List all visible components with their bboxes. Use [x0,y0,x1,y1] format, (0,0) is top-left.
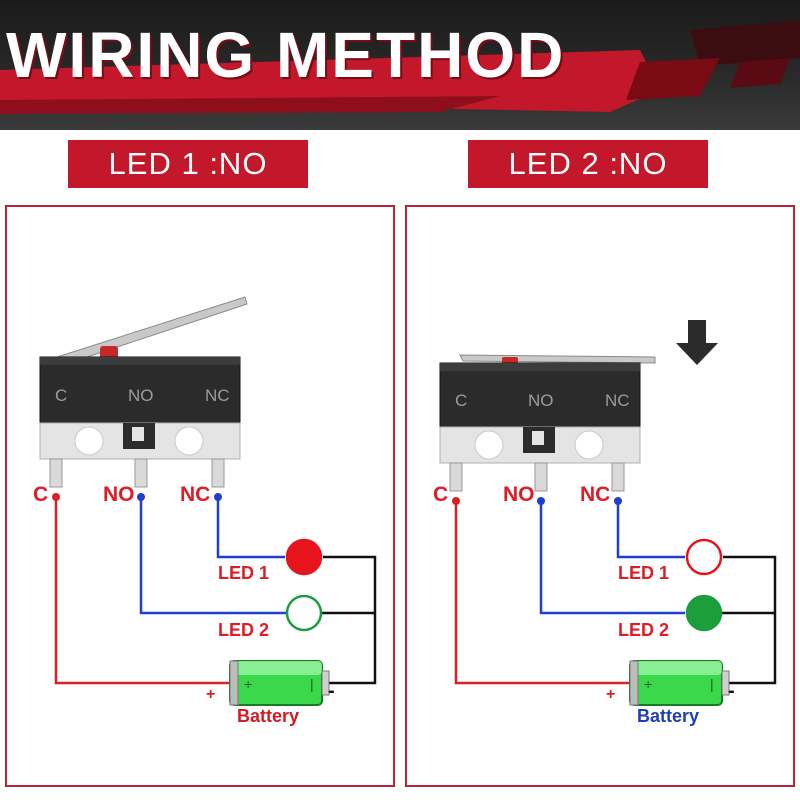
battery: + | [629,660,730,706]
switch-terminal-c-text: C [455,391,467,410]
svg-text:+: + [644,676,652,692]
node-c [452,497,460,505]
led-2-indicator [685,594,723,632]
terminal-pin-no [534,462,548,492]
mounting-hole [174,426,204,456]
micro-switch: C NO NC [439,354,656,492]
page-title: WIRING METHOD [6,19,566,91]
led-1-indicator [285,538,323,576]
panel-right-title: LED 2 :NO [468,140,708,188]
led-2-label: LED 2 [618,620,669,640]
switch-terminal-no-text: NO [528,391,554,410]
wire-no [139,497,288,615]
terminal-pin-c [449,462,463,492]
led-1-label: LED 1 [618,563,669,583]
svg-text:|: | [310,676,314,692]
node-no [137,493,145,501]
switch-terminal-no-text: NO [128,386,154,405]
terminal-pin-nc [611,462,625,492]
node-nc [614,497,622,505]
node-c [52,493,60,501]
battery-plus-sign: + [606,686,615,703]
wire-return [723,555,777,685]
switch-body [439,362,641,428]
switch-lever [459,354,656,364]
led-1-indicator [685,538,723,576]
banner-decoration [0,20,800,114]
label-no: NO [103,483,135,506]
label-nc: NC [580,483,610,506]
label-nc: NC [180,483,210,506]
battery: + | [229,660,330,706]
panel-left-title: LED 1 :NO [68,140,308,188]
label-c: C [33,483,48,506]
label-no: NO [503,483,535,506]
switch-terminal-nc-text: NC [605,391,630,410]
led-2-label: LED 2 [218,620,269,640]
mounting-hole [74,426,104,456]
switch-lever [56,296,248,366]
mounting-hole [574,430,604,460]
battery-minus-sign: - [328,680,335,702]
micro-switch: C NO NC [39,296,248,488]
led-2-indicator [285,594,323,632]
switch-body [39,356,241,424]
mounting-hole [474,430,504,460]
wire-c [54,497,230,685]
wire-no [539,501,685,615]
battery-label: Battery [237,706,299,726]
panel-right: C NO NC C NO NC LED 1 LED 2 [405,205,795,787]
node-no [537,497,545,505]
label-c: C [433,483,448,506]
terminal-pin-nc [211,458,225,488]
led-1-label: LED 1 [218,563,269,583]
battery-plus-sign: + [206,686,215,703]
terminal-pin-no [134,458,148,488]
panel-left: C NO NC C NO NC LED 1 LED 2 [5,205,395,787]
switch-terminal-nc-text: NC [205,386,230,405]
svg-text:+: + [244,676,252,692]
wire-c [454,501,630,685]
battery-minus-sign: - [728,680,735,702]
header-banner: WIRING METHOD [0,0,800,130]
battery-label: Battery [637,706,699,726]
switch-terminal-c-text: C [55,386,67,405]
panel-frame [405,205,795,787]
wire-nc [216,497,285,559]
panel-frame [5,205,395,787]
node-nc [214,493,222,501]
terminal-pin-c [49,458,63,488]
wires [454,501,777,685]
wiring-diagram-left: C NO NC C NO NC LED 1 LED 2 [33,296,377,726]
wire-return [323,555,377,685]
wiring-diagram-right: C NO NC C NO NC LED 1 LED 2 [433,320,777,726]
wire-nc [616,501,685,559]
press-arrow-icon [676,320,718,365]
svg-text:|: | [710,676,714,692]
wires [54,497,377,685]
